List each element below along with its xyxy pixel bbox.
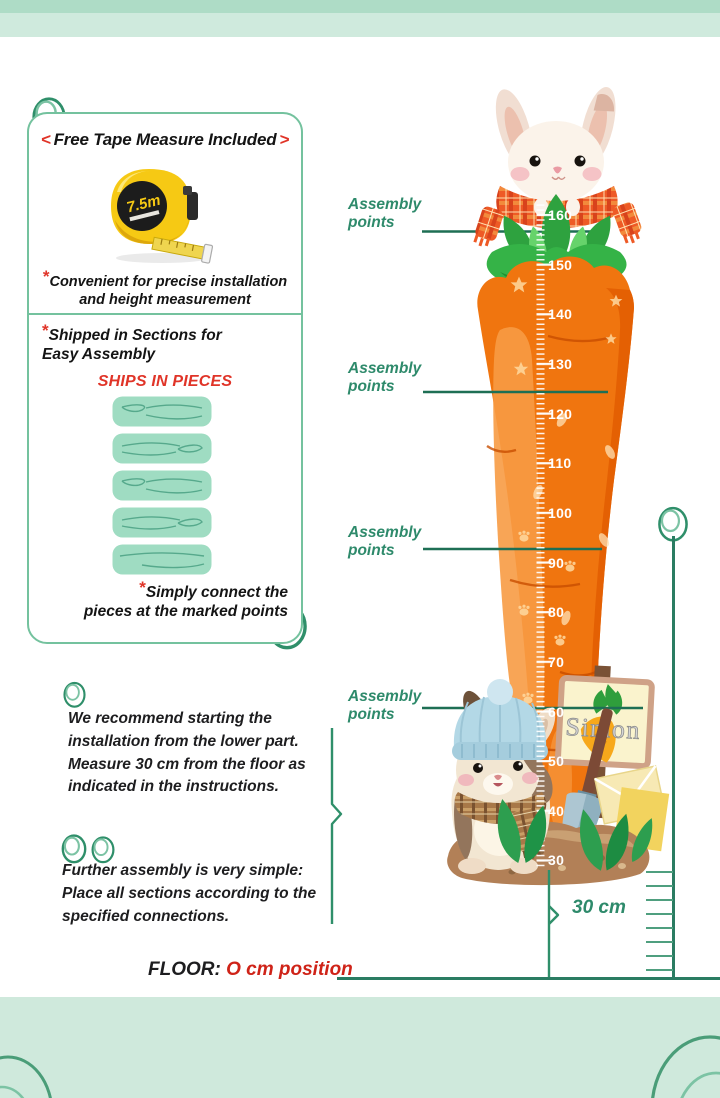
wall-ruler-ticks xyxy=(646,871,673,971)
connect-note: *Simply connect the pieces at the marked… xyxy=(83,578,288,621)
instruction-step-1: We recommend starting the installation f… xyxy=(68,710,306,796)
carrot-growth-chart-illustration: Simon xyxy=(422,87,670,886)
ships-in-pieces-label: SHIPS IN PIECES xyxy=(97,373,233,390)
assembly-points-label: Assembly points xyxy=(348,360,422,395)
asterisk-mark: * xyxy=(139,578,146,597)
wood-piece xyxy=(112,396,212,427)
box-divider xyxy=(29,313,301,315)
floor-position-value: O cm position xyxy=(226,959,353,980)
wall-line xyxy=(672,536,675,979)
assembly-points-label: Assembly points xyxy=(348,688,422,723)
floor-line xyxy=(337,977,720,980)
wood-piece xyxy=(112,470,212,501)
corner-rings-left-icon xyxy=(0,1055,52,1098)
assembly-points-label: Assembly points xyxy=(348,196,422,231)
floor-label: FLOOR: O cm position xyxy=(148,959,353,980)
top-band-light xyxy=(0,13,720,37)
info-panel: <Free Tape Measure Included> 7.5m *Conve xyxy=(27,112,303,644)
ruler-ticks xyxy=(536,202,552,868)
top-band-dark xyxy=(0,0,720,13)
sprout-leaves xyxy=(497,798,653,871)
tape-note: *Convenient for precise installation and… xyxy=(42,267,288,309)
open-bracket: < xyxy=(40,130,51,149)
ring-decoration-icon xyxy=(63,681,86,708)
wood-piece xyxy=(112,433,212,464)
asterisk-mark: * xyxy=(42,321,49,340)
brace-bracket-icon xyxy=(330,728,343,924)
shipping-heading: *Shipped in Sections for Easy Assembly xyxy=(42,321,222,363)
info-title: <Free Tape Measure Included> xyxy=(29,130,301,150)
assembly-points-label: Assembly points xyxy=(348,524,422,559)
close-bracket: > xyxy=(279,130,290,149)
wood-pieces-stack xyxy=(112,396,212,575)
info-title-text: Free Tape Measure Included xyxy=(53,130,277,149)
asterisk-mark: * xyxy=(42,267,50,286)
tape-measure-image: 7.5m xyxy=(111,169,214,264)
wood-piece xyxy=(112,544,212,575)
measure-30cm-line xyxy=(547,870,560,979)
ring-decoration-icon xyxy=(91,836,115,864)
measure-30cm-label: 30 cm xyxy=(572,897,626,918)
ring-decoration-icon xyxy=(61,834,87,864)
instruction-step-2: Further assembly is very simple: Place a… xyxy=(62,862,317,925)
white-bunny-top xyxy=(473,87,642,247)
wood-piece xyxy=(112,507,212,538)
corner-rings-right-icon xyxy=(651,1035,720,1098)
bottom-band xyxy=(0,997,720,1098)
